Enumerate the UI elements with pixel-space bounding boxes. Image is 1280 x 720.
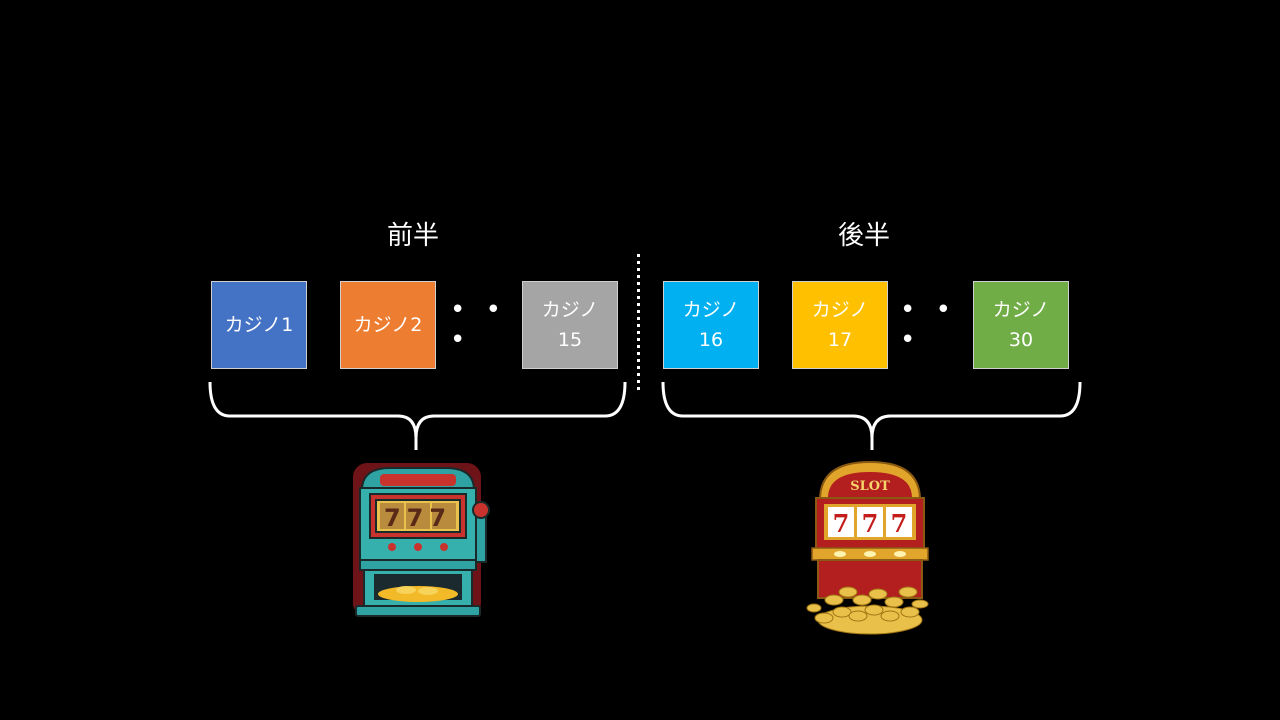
casino-box-15: カジノ 15 bbox=[522, 281, 618, 369]
slot-reels-text: 777 bbox=[384, 504, 452, 532]
brace-second-half bbox=[661, 381, 1082, 450]
casino-box-2: カジノ2 bbox=[340, 281, 436, 369]
heading-second-half: 後半 bbox=[837, 221, 890, 251]
casino-box-label: カジノ bbox=[811, 299, 869, 321]
casino-box-number: 15 bbox=[557, 329, 583, 351]
slot-machine-icon: 777 bbox=[353, 463, 490, 617]
casino-box-label: カジノ bbox=[682, 299, 740, 321]
casino-box-17: カジノ 17 bbox=[792, 281, 888, 369]
svg-text:7: 7 bbox=[862, 509, 879, 538]
casino-box-label: カジノ2 bbox=[353, 314, 423, 336]
casino-box-16: カジノ 16 bbox=[663, 281, 759, 369]
casino-box-number: 16 bbox=[698, 329, 724, 351]
casino-box-number: 17 bbox=[827, 329, 853, 351]
casino-box-30: カジノ 30 bbox=[973, 281, 1069, 369]
casino-box-label: カジノ bbox=[992, 299, 1050, 321]
half-divider bbox=[637, 254, 640, 394]
ellipsis-second-half: • • • bbox=[900, 295, 957, 355]
svg-text:7: 7 bbox=[891, 509, 908, 538]
heading-first-half: 前半 bbox=[386, 221, 439, 251]
casino-box-label: カジノ1 bbox=[224, 314, 294, 336]
casino-box-number: 30 bbox=[1008, 329, 1034, 351]
casino-box-label: カジノ bbox=[541, 299, 599, 321]
brace-first-half bbox=[208, 381, 627, 450]
slot-machine-coins-icon: SLOT 7 7 7 bbox=[806, 460, 929, 635]
slot-sign-text: SLOT bbox=[850, 479, 890, 494]
casino-box-1: カジノ1 bbox=[211, 281, 307, 369]
ellipsis-first-half: • • • bbox=[450, 295, 507, 355]
svg-text:7: 7 bbox=[833, 509, 850, 538]
